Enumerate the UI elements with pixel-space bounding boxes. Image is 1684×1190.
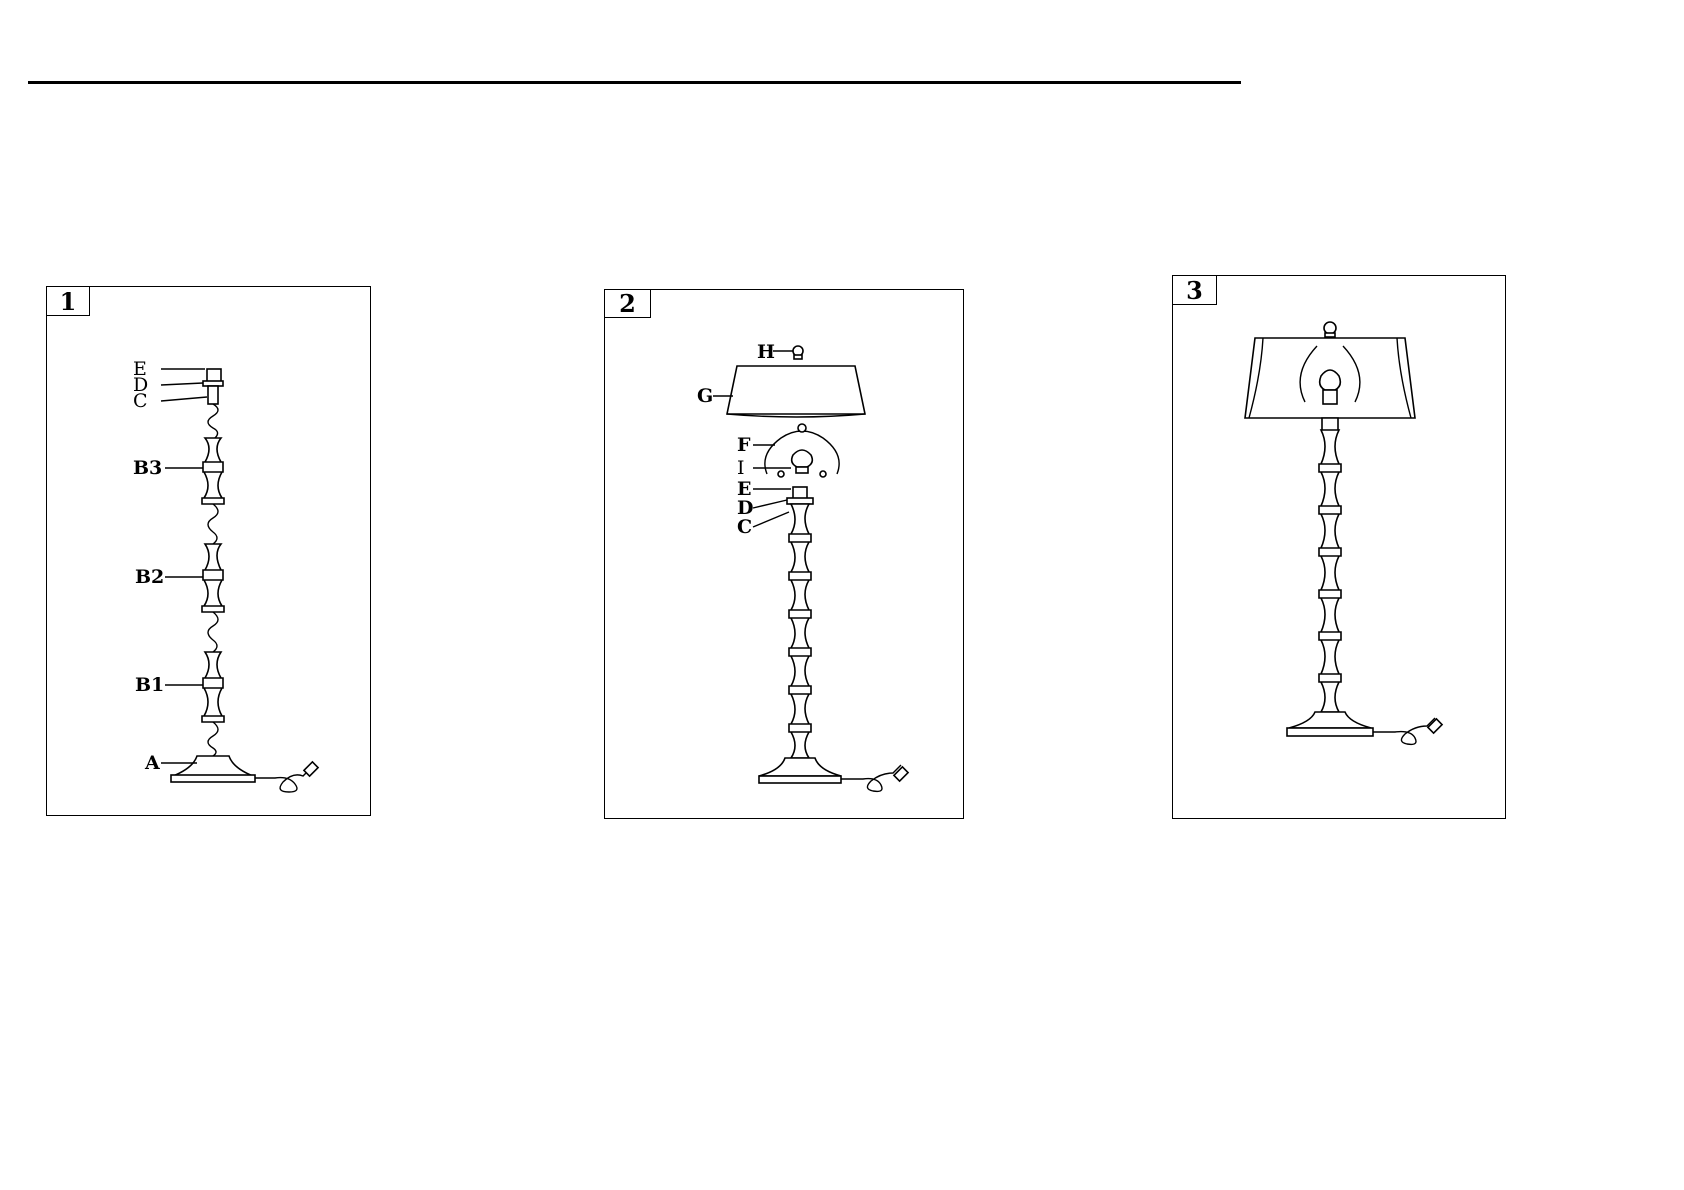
label-i: I [737,457,745,479]
label-b1: B1 [135,674,164,696]
label-b2: B2 [135,566,164,588]
step-3-panel: 3 [1172,275,1506,819]
shade-g [727,366,865,414]
label-a: A [144,752,160,774]
base [1289,712,1371,728]
bulb [1320,370,1341,390]
step-3-diagram [1173,276,1504,817]
label-h: H [757,341,775,363]
label-c: C [133,390,148,412]
label-b3: B3 [133,457,162,479]
label-g: G [697,385,713,407]
base-a [173,756,253,776]
plug-icon [1428,719,1442,733]
bulb-i [792,450,813,467]
label-f: F [737,434,751,456]
pole-segment-b1 [202,652,224,722]
step-2-panel: 2 H G F I E D [604,289,964,819]
header-rule [28,81,1241,84]
base [759,758,841,776]
threaded-rod-c [208,386,218,404]
assembled-pole [1319,418,1341,712]
pole-segment-b3 [202,438,224,504]
assembled-pole [789,504,811,758]
step-1-diagram: E D C B3 B2 B1 A [47,287,369,814]
step-2-diagram: H G F I E D C [605,290,962,817]
pole-segment-b2 [202,544,224,612]
plug-icon [304,762,318,776]
step-1-panel: 1 E D C B3 B2 B1 A [46,286,371,816]
label-c: C [737,516,752,538]
